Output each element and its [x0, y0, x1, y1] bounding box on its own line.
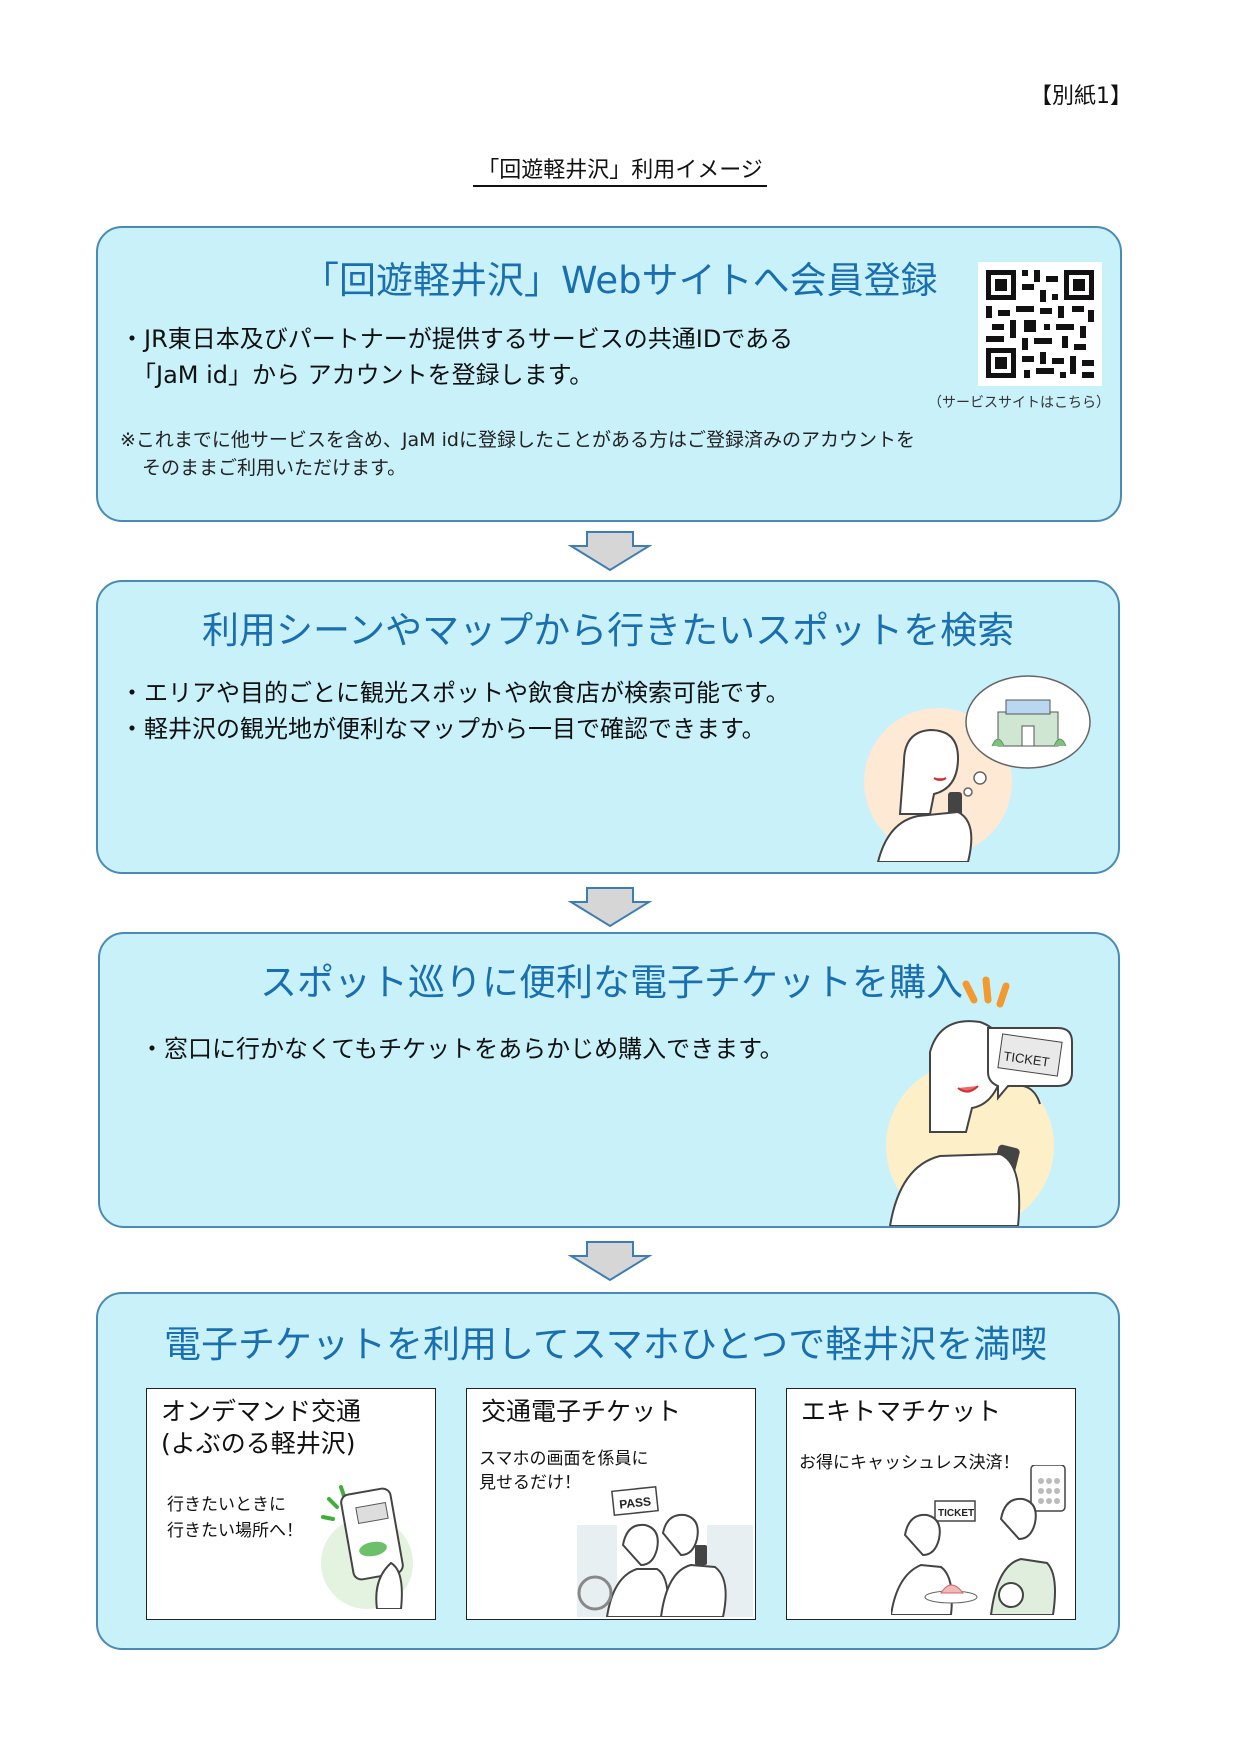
card-transport-e-ticket[interactable]: 交通電子チケット スマホの画面を係員に 見せるだけ！ PASS — [466, 1388, 756, 1620]
card2-text-line1: スマホの画面を係員に — [479, 1449, 649, 1469]
step1-note-line2: そのままご利用いただけます。 — [142, 457, 407, 479]
card1-title-line2: (よぶのる軽井沢) — [161, 1429, 356, 1458]
step2-bullet2: ・軽井沢の観光地が便利なマップから一目で確認できます。 — [120, 715, 766, 743]
card2-text-line2: 見せるだけ！ — [479, 1473, 581, 1493]
card3-text-line1: お得にキャッシュレス決済！ — [799, 1453, 1020, 1473]
card1-text-line1: 行きたいときに — [167, 1495, 286, 1515]
step2-title: 利用シーンやマップから行きたいスポットを検索 — [202, 609, 1015, 652]
card3-badge: TICKET — [938, 1508, 974, 1519]
card-on-demand-transport[interactable]: オンデマンド交通 (よぶのる軽井沢) 行きたいときに 行きたい場所へ！ — [146, 1388, 436, 1620]
person-search-illustration — [864, 675, 1091, 862]
step4-title: 電子チケットを利用してスマホひとつで軽井沢を満喫 — [164, 1323, 1048, 1366]
step1-bullet-line1: ・JR東日本及びパートナーが提供するサービスの共通IDである — [120, 325, 794, 353]
step2-panel: 利用シーンやマップから行きたいスポットを検索 ・エリアや目的ごとに観光スポットや… — [96, 580, 1120, 874]
attachment-label: 【別紙1】 — [1030, 84, 1132, 109]
document-title-text: 「回遊軽井沢」利用イメージ — [473, 158, 767, 187]
card3-title-line1: エキトマチケット — [801, 1397, 1002, 1426]
down-arrow-icon — [567, 531, 653, 572]
cashless-cafe-illustration: TICKET — [891, 1465, 1066, 1615]
card2-title-line1: 交通電子チケット — [481, 1397, 682, 1426]
step4-panel: 電子チケットを利用してスマホひとつで軽井沢を満喫 オンデマンド交通 (よぶのる軽… — [96, 1292, 1120, 1650]
qr-caption: （サービスサイトはこちら） — [928, 395, 1110, 411]
step3-bullet1: ・窓口に行かなくてもチケットをあらかじめ購入できます。 — [140, 1035, 784, 1063]
card1-title-line1: オンデマンド交通 — [161, 1397, 362, 1426]
step1-note-line1: ※これまでに他サービスを含め、JaM idに登録したことがある方はご登録済みのア… — [120, 429, 915, 451]
card-ekitoma-ticket[interactable]: エキトマチケット お得にキャッシュレス決済！ TICKET — [786, 1388, 1076, 1620]
step3-panel: スポット巡りに便利な電子チケットを購入 ・窓口に行かなくてもチケットをあらかじめ… — [98, 932, 1120, 1228]
down-arrow-icon — [567, 1241, 653, 1282]
card1-text-line2: 行きたい場所へ！ — [167, 1521, 303, 1541]
document-title: 「回遊軽井沢」利用イメージ — [0, 152, 1240, 187]
step1-bullet-line2: 「JaM id」から アカウントを登録します。 — [132, 361, 594, 389]
step3-title: スポット巡りに便利な電子チケットを購入 — [260, 961, 963, 1004]
pass-station-illustration: PASS — [577, 1485, 753, 1617]
down-arrow-icon — [567, 887, 653, 928]
ticket-label: TICKET — [1003, 1048, 1051, 1069]
step2-bullet1: ・エリアや目的ごとに観光スポットや飲食店が検索可能です。 — [120, 679, 790, 707]
phone-hand-illustration — [321, 1485, 413, 1609]
step1-panel: 「回遊軽井沢」Webサイトへ会員登録 ・JR東日本及びパートナーが提供するサービ… — [96, 226, 1122, 522]
card2-badge: PASS — [619, 1494, 652, 1511]
step1-title: 「回遊軽井沢」Webサイトへ会員登録 — [302, 259, 938, 302]
qr-code[interactable] — [978, 262, 1102, 386]
person-ticket-illustration: TICKET — [886, 976, 1073, 1226]
